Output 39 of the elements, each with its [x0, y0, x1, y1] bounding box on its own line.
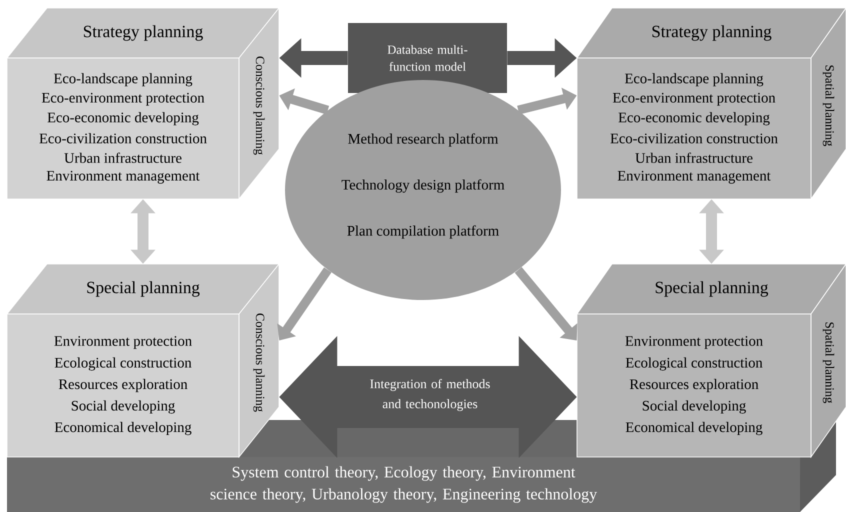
box-text: Social developing	[642, 400, 746, 414]
side-label: Conscious planning	[253, 314, 265, 412]
box-text: Ecological construction	[626, 357, 762, 371]
box-text: Urban infrastructure	[635, 152, 752, 163]
side-label: Spatial planning	[822, 322, 834, 404]
platform-ellipse	[285, 80, 561, 300]
double-block-arrow	[279, 336, 577, 458]
box-text: Environment protection	[54, 336, 192, 349]
box-text: Environment management	[46, 170, 200, 184]
box-text: Resources exploration	[630, 378, 758, 392]
box-text: Resources exploration	[58, 378, 188, 392]
database-box: Database multi-function model	[348, 23, 507, 93]
slab-text: System control theory, Ecology theory, Environment science theory, Urbanology theory, Engineering technology	[210, 466, 598, 503]
box-text: Eco-landscape planning	[54, 73, 192, 86]
box-text: Environment protection	[625, 336, 763, 349]
box-text: Eco-landscape planning	[624, 73, 764, 86]
box-text: Urban infrastructure	[64, 152, 182, 163]
ellipse-text: Plan compilation platform	[347, 225, 499, 239]
box-heading: Strategy planning	[84, 25, 203, 41]
box-text: Eco-environment protection	[42, 92, 204, 106]
box-text: Eco-civilization construction	[39, 133, 207, 144]
side-label: Conscious planning	[253, 56, 265, 155]
arrow	[514, 267, 578, 340]
box-text: Social developing	[72, 400, 175, 414]
box-text: Eco-economic developing	[618, 112, 770, 126]
box-text: Eco-economic developing	[48, 112, 199, 126]
box-text: Eco-environment protection	[612, 92, 776, 106]
box-text: Environment management	[618, 170, 771, 184]
ellipse-text: Technology design platform	[342, 179, 504, 193]
box-heading: Special planning	[656, 281, 768, 297]
box-heading: Strategy planning	[652, 25, 772, 41]
box-text: Eco-civilization construction	[610, 133, 778, 144]
edge-label: Integration of methods and techonologies	[370, 379, 490, 411]
box-text: Economical developing	[626, 422, 762, 436]
box-text: Economical developing	[54, 422, 192, 436]
ellipse-text: Method research platform	[348, 133, 498, 147]
box-heading: Special planning	[87, 281, 200, 297]
side-label: Spatial planning	[822, 66, 834, 146]
box-text: Ecological construction	[54, 357, 192, 371]
